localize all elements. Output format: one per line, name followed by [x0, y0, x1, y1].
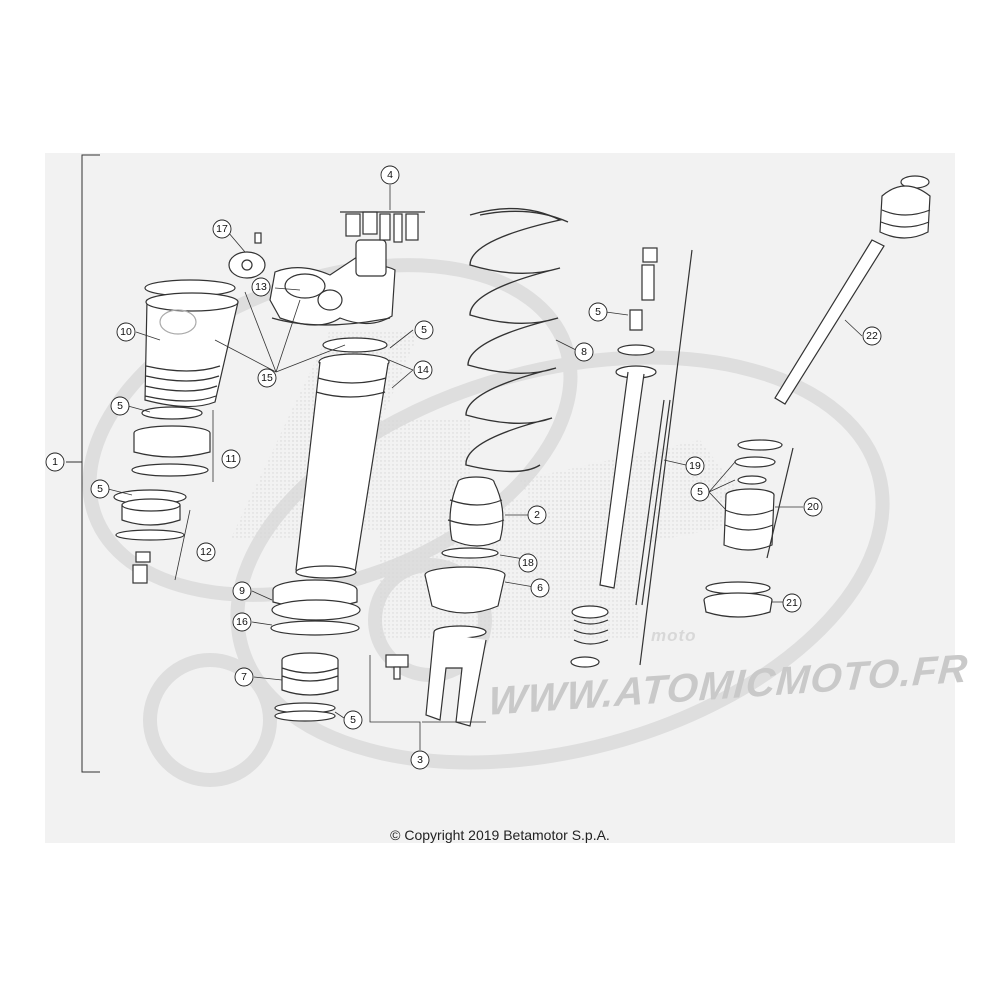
- callout-11: 11: [221, 449, 241, 469]
- callout-19: 19: [685, 456, 705, 476]
- part-reservoir-head: [228, 232, 396, 326]
- svg-text:5: 5: [595, 306, 601, 318]
- callout-3: 3: [410, 750, 430, 770]
- callout-12: 12: [196, 542, 216, 562]
- svg-text:11: 11: [226, 453, 237, 465]
- callout-5f: 5: [343, 710, 363, 730]
- callout-18: 18: [518, 553, 538, 573]
- svg-text:5: 5: [117, 400, 123, 412]
- callout-14: 14: [413, 360, 433, 380]
- callout-16: 16: [232, 612, 252, 632]
- callout-5b: 5: [90, 479, 110, 499]
- watermark-logo-text: moto: [651, 626, 697, 645]
- callout-1: 1: [45, 452, 65, 472]
- svg-text:16: 16: [236, 616, 248, 628]
- part-reservoir-cap-stack: [113, 406, 211, 584]
- callout-4: 4: [380, 165, 400, 185]
- part-reservoir-body: [144, 279, 239, 408]
- svg-text:12: 12: [200, 546, 212, 558]
- svg-text:18: 18: [522, 557, 534, 569]
- part-lower-rings: [270, 579, 361, 722]
- callout-5c: 5: [414, 320, 434, 340]
- svg-text:2: 2: [534, 509, 540, 521]
- svg-text:10: 10: [120, 326, 132, 338]
- svg-text:20: 20: [807, 501, 819, 513]
- assembly-bracket: [66, 154, 100, 773]
- callout-20: 20: [803, 497, 823, 517]
- callout-21: 21: [782, 593, 802, 613]
- svg-text:7: 7: [241, 671, 247, 683]
- part-spacers: [340, 211, 425, 243]
- svg-text:22: 22: [866, 330, 878, 342]
- callout-15: 15: [257, 368, 277, 388]
- callout-7: 7: [234, 667, 254, 687]
- svg-text:5: 5: [421, 324, 427, 336]
- callout-22: 22: [862, 326, 882, 346]
- part-clevis: [385, 625, 487, 727]
- svg-text:8: 8: [581, 346, 587, 358]
- svg-text:17: 17: [216, 223, 228, 235]
- svg-text:5: 5: [697, 486, 703, 498]
- svg-text:19: 19: [689, 460, 701, 472]
- part-seal-head: [703, 439, 794, 618]
- svg-text:3: 3: [417, 754, 423, 766]
- part-piston-rod: [774, 175, 931, 405]
- svg-text:9: 9: [239, 585, 245, 597]
- svg-text:5: 5: [97, 483, 103, 495]
- callout-labels: 1 2 3 4 5 5 5 5 5 5 6 7 8 9 10 11 12 13 …: [45, 165, 882, 770]
- callout-5e: 5: [690, 482, 710, 502]
- svg-text:4: 4: [387, 169, 393, 181]
- svg-text:6: 6: [537, 582, 543, 594]
- leader-lines: [107, 185, 863, 750]
- callout-9: 9: [232, 581, 252, 601]
- part-damper-rod: [570, 247, 693, 668]
- part-shock-body: [295, 337, 390, 579]
- copyright-notice: © Copyright 2019 Betamotor S.p.A.: [390, 827, 610, 843]
- callout-10: 10: [116, 322, 136, 342]
- svg-text:1: 1: [52, 456, 58, 468]
- callout-5a: 5: [110, 396, 130, 416]
- svg-text:21: 21: [786, 597, 798, 609]
- part-bump-stop-and-cup: [424, 476, 506, 614]
- callout-5d: 5: [588, 302, 608, 322]
- part-spring: [465, 207, 569, 473]
- svg-text:15: 15: [261, 372, 273, 384]
- svg-text:5: 5: [350, 714, 356, 726]
- svg-text:14: 14: [417, 364, 429, 376]
- svg-text:13: 13: [255, 281, 267, 293]
- callout-13: 13: [251, 277, 271, 297]
- callout-17: 17: [212, 219, 232, 239]
- callout-8: 8: [574, 342, 594, 362]
- callout-6: 6: [530, 578, 550, 598]
- callout-2: 2: [527, 505, 547, 525]
